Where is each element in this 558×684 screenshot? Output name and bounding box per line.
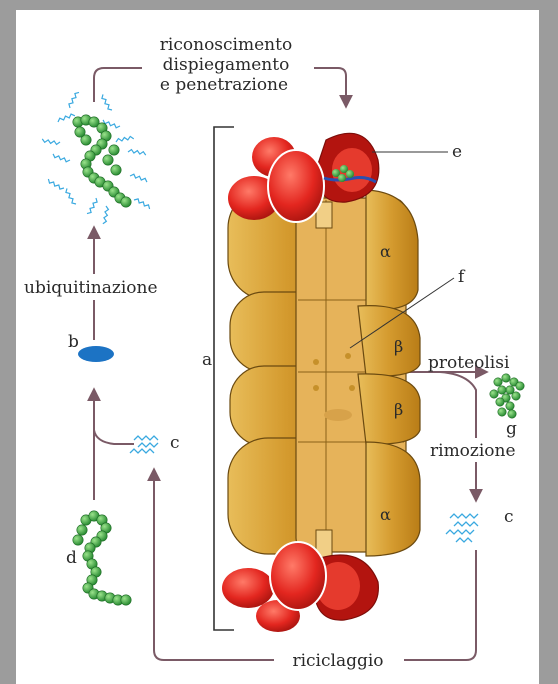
peptide-fragment bbox=[494, 378, 502, 386]
beta-ring-bottom-right bbox=[358, 374, 420, 444]
arrow-recognition-right bbox=[312, 68, 346, 106]
ubiquitin-tag bbox=[67, 91, 79, 108]
letter-a: a bbox=[202, 350, 212, 370]
polyubiquitinated-protein bbox=[42, 91, 151, 224]
ubiquitin-tag bbox=[130, 173, 148, 182]
proteasome bbox=[228, 188, 420, 558]
letter-f: f bbox=[458, 267, 466, 287]
ubiquitin-bead bbox=[103, 155, 113, 165]
arrow-c-join bbox=[94, 430, 134, 444]
ubiquitin-tag bbox=[100, 94, 112, 111]
ubiquitin-c-left bbox=[130, 436, 158, 453]
proteasome-diagram: riconoscimento dispiegamento e penetrazi… bbox=[16, 10, 539, 684]
letter-d: d bbox=[66, 548, 77, 568]
ubiquitin-tag bbox=[47, 179, 64, 191]
peptide-fragment bbox=[502, 374, 510, 382]
letter-b: b bbox=[68, 332, 79, 352]
ubiquitin-tag bbox=[57, 113, 75, 122]
label-removal: rimozione bbox=[430, 441, 516, 461]
beta-ring-top-right bbox=[358, 306, 420, 377]
ubiquitin-tag bbox=[64, 188, 76, 205]
ubiquitin-tag bbox=[128, 149, 146, 155]
label-penetration: e penetrazione bbox=[160, 75, 288, 95]
ubiquitin-bead bbox=[121, 595, 131, 605]
alpha-ring-top-right bbox=[366, 190, 418, 310]
label-alpha-bottom: α bbox=[380, 505, 391, 524]
letter-e: e bbox=[452, 142, 462, 162]
peptides-g bbox=[490, 374, 524, 418]
peptide-fragment bbox=[508, 410, 516, 418]
label-ubiquitination: ubiquitinazione bbox=[24, 278, 158, 298]
peptide-fragment bbox=[506, 402, 514, 410]
arrow-recognition bbox=[94, 68, 144, 102]
arrow-removal bbox=[440, 372, 476, 500]
ubiquitin-c-right bbox=[446, 514, 478, 542]
peptide-fragment bbox=[490, 390, 498, 398]
label-recognition: riconoscimento bbox=[160, 35, 292, 55]
letter-c-right: c bbox=[504, 507, 514, 527]
ubiquitin-bead bbox=[121, 197, 131, 207]
ubiquitin-bead bbox=[109, 145, 119, 155]
peptide-fragment bbox=[496, 398, 504, 406]
figure-panel: riconoscimento dispiegamento e penetrazi… bbox=[16, 10, 539, 684]
label-beta-top: β bbox=[394, 337, 403, 356]
ubiquitin-chain-d bbox=[73, 511, 131, 605]
ubiquitin-tag bbox=[115, 136, 133, 142]
label-recycling: riciclaggio bbox=[292, 651, 383, 671]
ubiquitin-bead bbox=[73, 535, 83, 545]
arrow-recycling bbox=[404, 550, 476, 660]
ubiquitin-bead bbox=[75, 127, 85, 137]
label-beta-bottom: β bbox=[394, 400, 403, 419]
label-proteolysis: proteolisi bbox=[428, 353, 510, 373]
ubiquitin-tag bbox=[87, 198, 99, 215]
peptide-fragment bbox=[516, 382, 524, 390]
protein-b bbox=[78, 346, 114, 362]
letter-g: g bbox=[506, 419, 517, 439]
regulatory-cap-bottom bbox=[222, 542, 378, 632]
ubiquitin-bead bbox=[111, 165, 121, 175]
label-unfolding: dispiegamento bbox=[163, 55, 290, 75]
ubiquitin-tag bbox=[42, 139, 60, 145]
peptide-fragment bbox=[512, 392, 520, 400]
peptide-fragment bbox=[498, 386, 506, 394]
peptide-fragment bbox=[498, 408, 506, 416]
alpha-ring-bottom-right bbox=[366, 442, 420, 556]
ubiquitin-tag bbox=[52, 154, 70, 163]
label-alpha-top: α bbox=[380, 242, 391, 261]
ubiquitin-tag bbox=[103, 206, 109, 224]
letter-c-left: c bbox=[170, 433, 180, 453]
ubiquitin-bead bbox=[77, 525, 87, 535]
ubiquitin-tag bbox=[134, 197, 151, 209]
